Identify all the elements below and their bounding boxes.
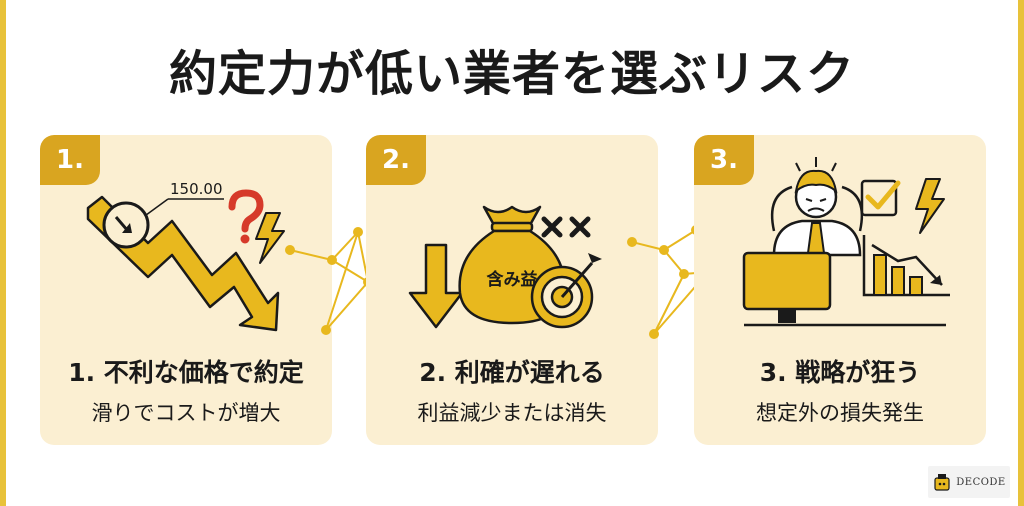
question-mark-icon [228,189,264,244]
lightning-icon [915,178,945,234]
target-icon [530,253,602,329]
page-title: 約定力が低い業者を選ぶリスク [168,46,855,102]
step-title-2: 2. 利確が遅れる [419,358,605,387]
lightning-icon [255,212,285,264]
money-bag-label: 含み益 [487,269,538,290]
monitor-icon [742,251,946,327]
step-title-1: 1. 不利な価格で約定 [68,358,304,387]
step-title-3: 3. 戦略が狂う [759,358,921,387]
step-card-2: 2. 含み益 2. 利確が遅れる 利益減少または消失 [366,135,658,445]
slippage-illustration: 150.00 [86,180,285,332]
down-arrow-icon [408,243,464,329]
brand-logo: DECODE [928,466,1010,498]
step-subtitle-3: 想定外の損失発生 [756,401,924,425]
step-card-3: 3. [694,135,986,445]
step-badge-3: 3. [694,135,754,185]
brand-mascot-icon [934,474,950,491]
step-badge-2: 2. [366,135,426,185]
stressed-person-icon [770,157,864,263]
network-connector-1 [285,227,372,335]
brand-name: DECODE [956,476,1006,488]
profit-illustration: 含み益 [408,205,602,329]
step-badge-1: 1. [40,135,100,185]
down-trend-arrow-icon [86,195,280,332]
step-subtitle-2: 利益減少または消失 [417,401,607,425]
price-callout: 150.00 [141,180,224,219]
x-marks-icon [541,216,591,238]
checkbox-icon [860,179,901,217]
magnifier-icon [102,201,150,249]
price-label: 150.00 [170,180,223,198]
strategy-illustration [742,157,950,327]
step-card-1: 1. 150.00 1. 不利な価格で約定 滑りでコストが増大 [40,135,332,445]
declining-bar-chart-icon [862,235,950,297]
step-subtitle-1: 滑りでコストが増大 [91,401,281,425]
